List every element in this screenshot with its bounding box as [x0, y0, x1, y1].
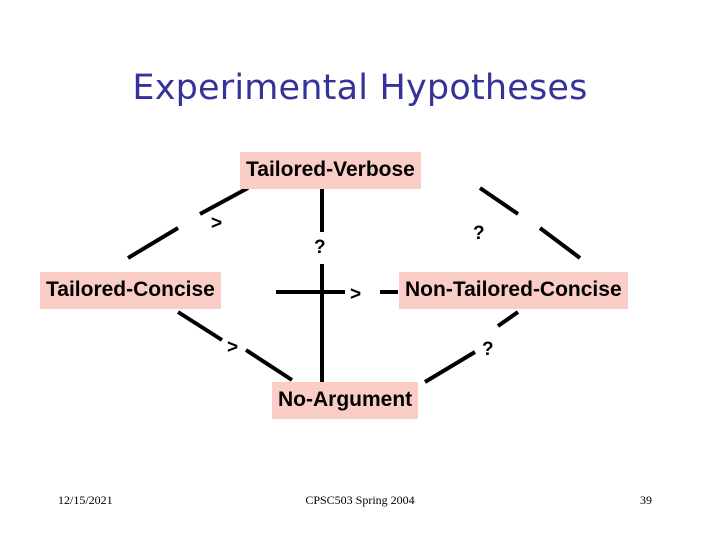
edge-label-tailored-verbose-non-tailored-concise: ?	[473, 223, 485, 244]
footer-date: 12/15/2021	[58, 493, 113, 507]
node-tailored-concise: Tailored-Concise	[40, 272, 221, 309]
edge-label-non-tailored-concise-no-argument: ?	[482, 339, 494, 360]
diagram-edges	[126, 186, 582, 390]
edge-label-tailored-verbose-tailored-concise: >	[211, 213, 223, 234]
edge-tc-na-segment-upper	[176, 310, 224, 342]
node-non-tailored-concise: Non-Tailored-Concise	[399, 272, 628, 309]
edge-ntc-na-segment-lower	[423, 350, 477, 384]
page-title: Experimental Hypotheses	[132, 68, 588, 108]
footer-page-number: 39	[640, 493, 652, 507]
edge-tc-na-segment-lower	[244, 348, 294, 382]
edge-label-tailored-concise-no-argument: >	[227, 337, 239, 358]
edge-label-tailored-concise-non-tailored-concise: >	[350, 284, 362, 305]
edge-ntc-na-segment-upper	[496, 310, 520, 328]
slide-footer: 12/15/2021 CPSC503 Spring 2004 39	[0, 493, 720, 513]
node-no-argument: No-Argument	[272, 382, 419, 419]
hypotheses-diagram: Tailored-Verbose Tailored-Concise Non-Ta…	[0, 140, 720, 440]
footer-course-label: CPSC503 Spring 2004	[305, 493, 415, 507]
node-tailored-verbose: Tailored-Verbose	[240, 152, 421, 189]
edge-label-tailored-verbose-no-argument: ?	[314, 237, 326, 258]
edge-tv-ntc-segment-lower	[538, 226, 582, 260]
edge-tv-tc-segment-lower	[126, 226, 180, 260]
edge-tv-tc-segment-upper	[199, 186, 249, 216]
edge-tv-ntc-segment-upper	[478, 186, 520, 216]
